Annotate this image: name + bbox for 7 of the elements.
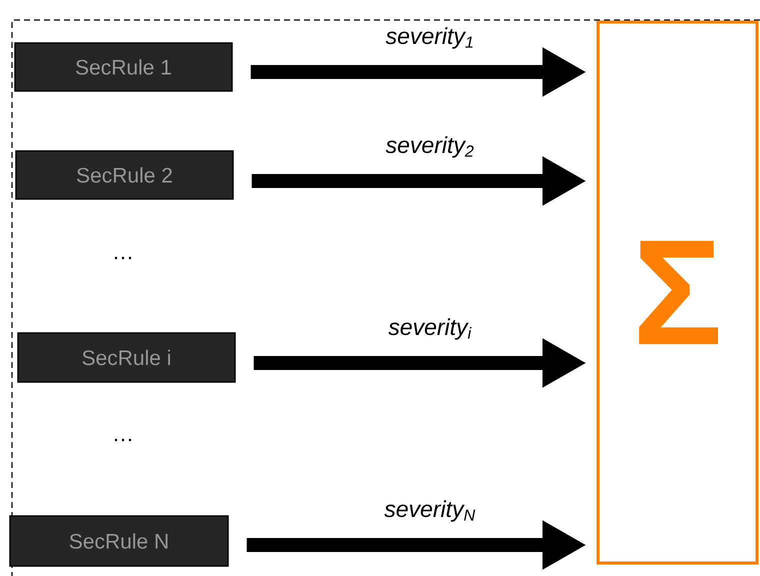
edge-label: severity$_{1}$ [386, 27, 472, 49]
sum-box: Σ [596, 20, 758, 564]
ellipsis-mark: … [114, 438, 132, 442]
edge-label: severity$_{N}$ [384, 500, 476, 522]
edge-label: severity$_{2}$ [386, 136, 474, 158]
ellipsis-mark: … [114, 256, 132, 260]
edge-label: severity$_{i}$ [388, 318, 472, 340]
